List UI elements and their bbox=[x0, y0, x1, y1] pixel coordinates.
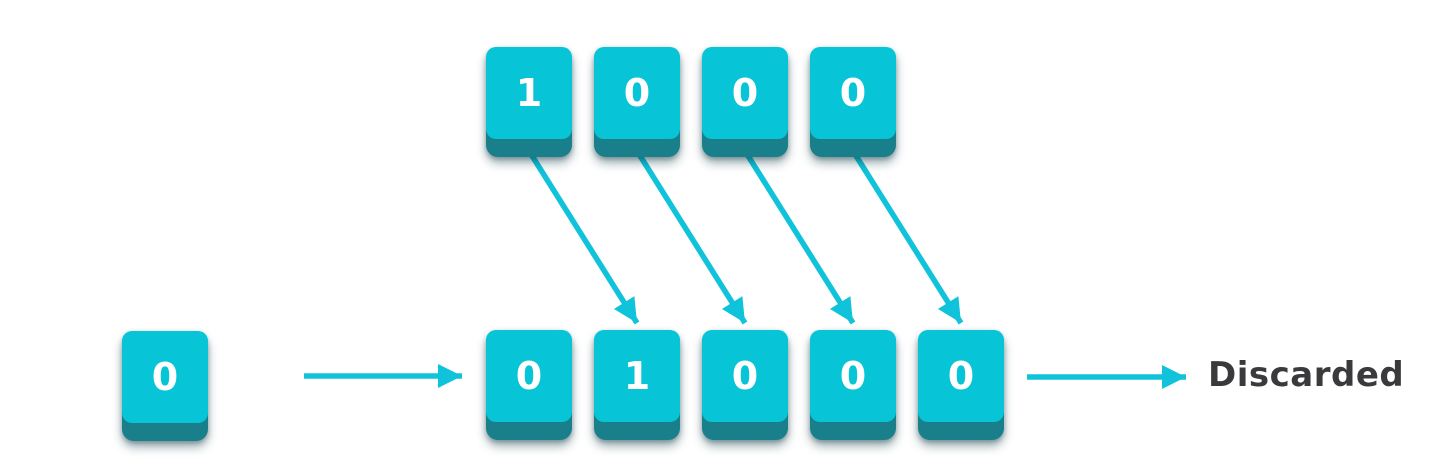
key-bottom-bit-4: 0 bbox=[918, 330, 1004, 440]
key-digit: 1 bbox=[515, 71, 543, 115]
shift-arrow-bit1-icon bbox=[526, 149, 640, 325]
key-digit: 1 bbox=[623, 354, 651, 398]
key-top-bit-2: 0 bbox=[702, 47, 788, 157]
key-bottom-bit-3: 0 bbox=[810, 330, 896, 440]
key-bottom-bit-0: 0 bbox=[486, 330, 572, 440]
key-bottom-bit-1: 1 bbox=[594, 330, 680, 440]
key-digit: 0 bbox=[731, 71, 759, 115]
discarded-label: Discarded bbox=[1208, 355, 1405, 395]
key-face: 0 bbox=[810, 47, 896, 139]
shift-arrow-bit3-icon bbox=[742, 149, 856, 325]
key-digit: 0 bbox=[839, 354, 867, 398]
key-face: 1 bbox=[594, 330, 680, 422]
key-face: 0 bbox=[594, 47, 680, 139]
key-digit: 0 bbox=[151, 355, 179, 399]
key-top-bit-0: 1 bbox=[486, 47, 572, 157]
key-face: 0 bbox=[918, 330, 1004, 422]
shift-arrow-bit4-icon bbox=[850, 149, 964, 325]
key-face: 0 bbox=[702, 330, 788, 422]
key-top-bit-1: 0 bbox=[594, 47, 680, 157]
key-top-bit-3: 0 bbox=[810, 47, 896, 157]
key-face: 0 bbox=[486, 330, 572, 422]
shift-arrow-bit2-icon bbox=[634, 149, 748, 325]
key-face: 1 bbox=[486, 47, 572, 139]
key-digit: 0 bbox=[947, 354, 975, 398]
key-carry-in: 0 bbox=[122, 331, 208, 441]
key-face: 0 bbox=[810, 330, 896, 422]
key-digit: 0 bbox=[839, 71, 867, 115]
key-digit: 0 bbox=[731, 354, 759, 398]
key-digit: 0 bbox=[515, 354, 543, 398]
key-digit: 0 bbox=[623, 71, 651, 115]
key-bottom-bit-2: 0 bbox=[702, 330, 788, 440]
key-face: 0 bbox=[702, 47, 788, 139]
key-face: 0 bbox=[122, 331, 208, 423]
